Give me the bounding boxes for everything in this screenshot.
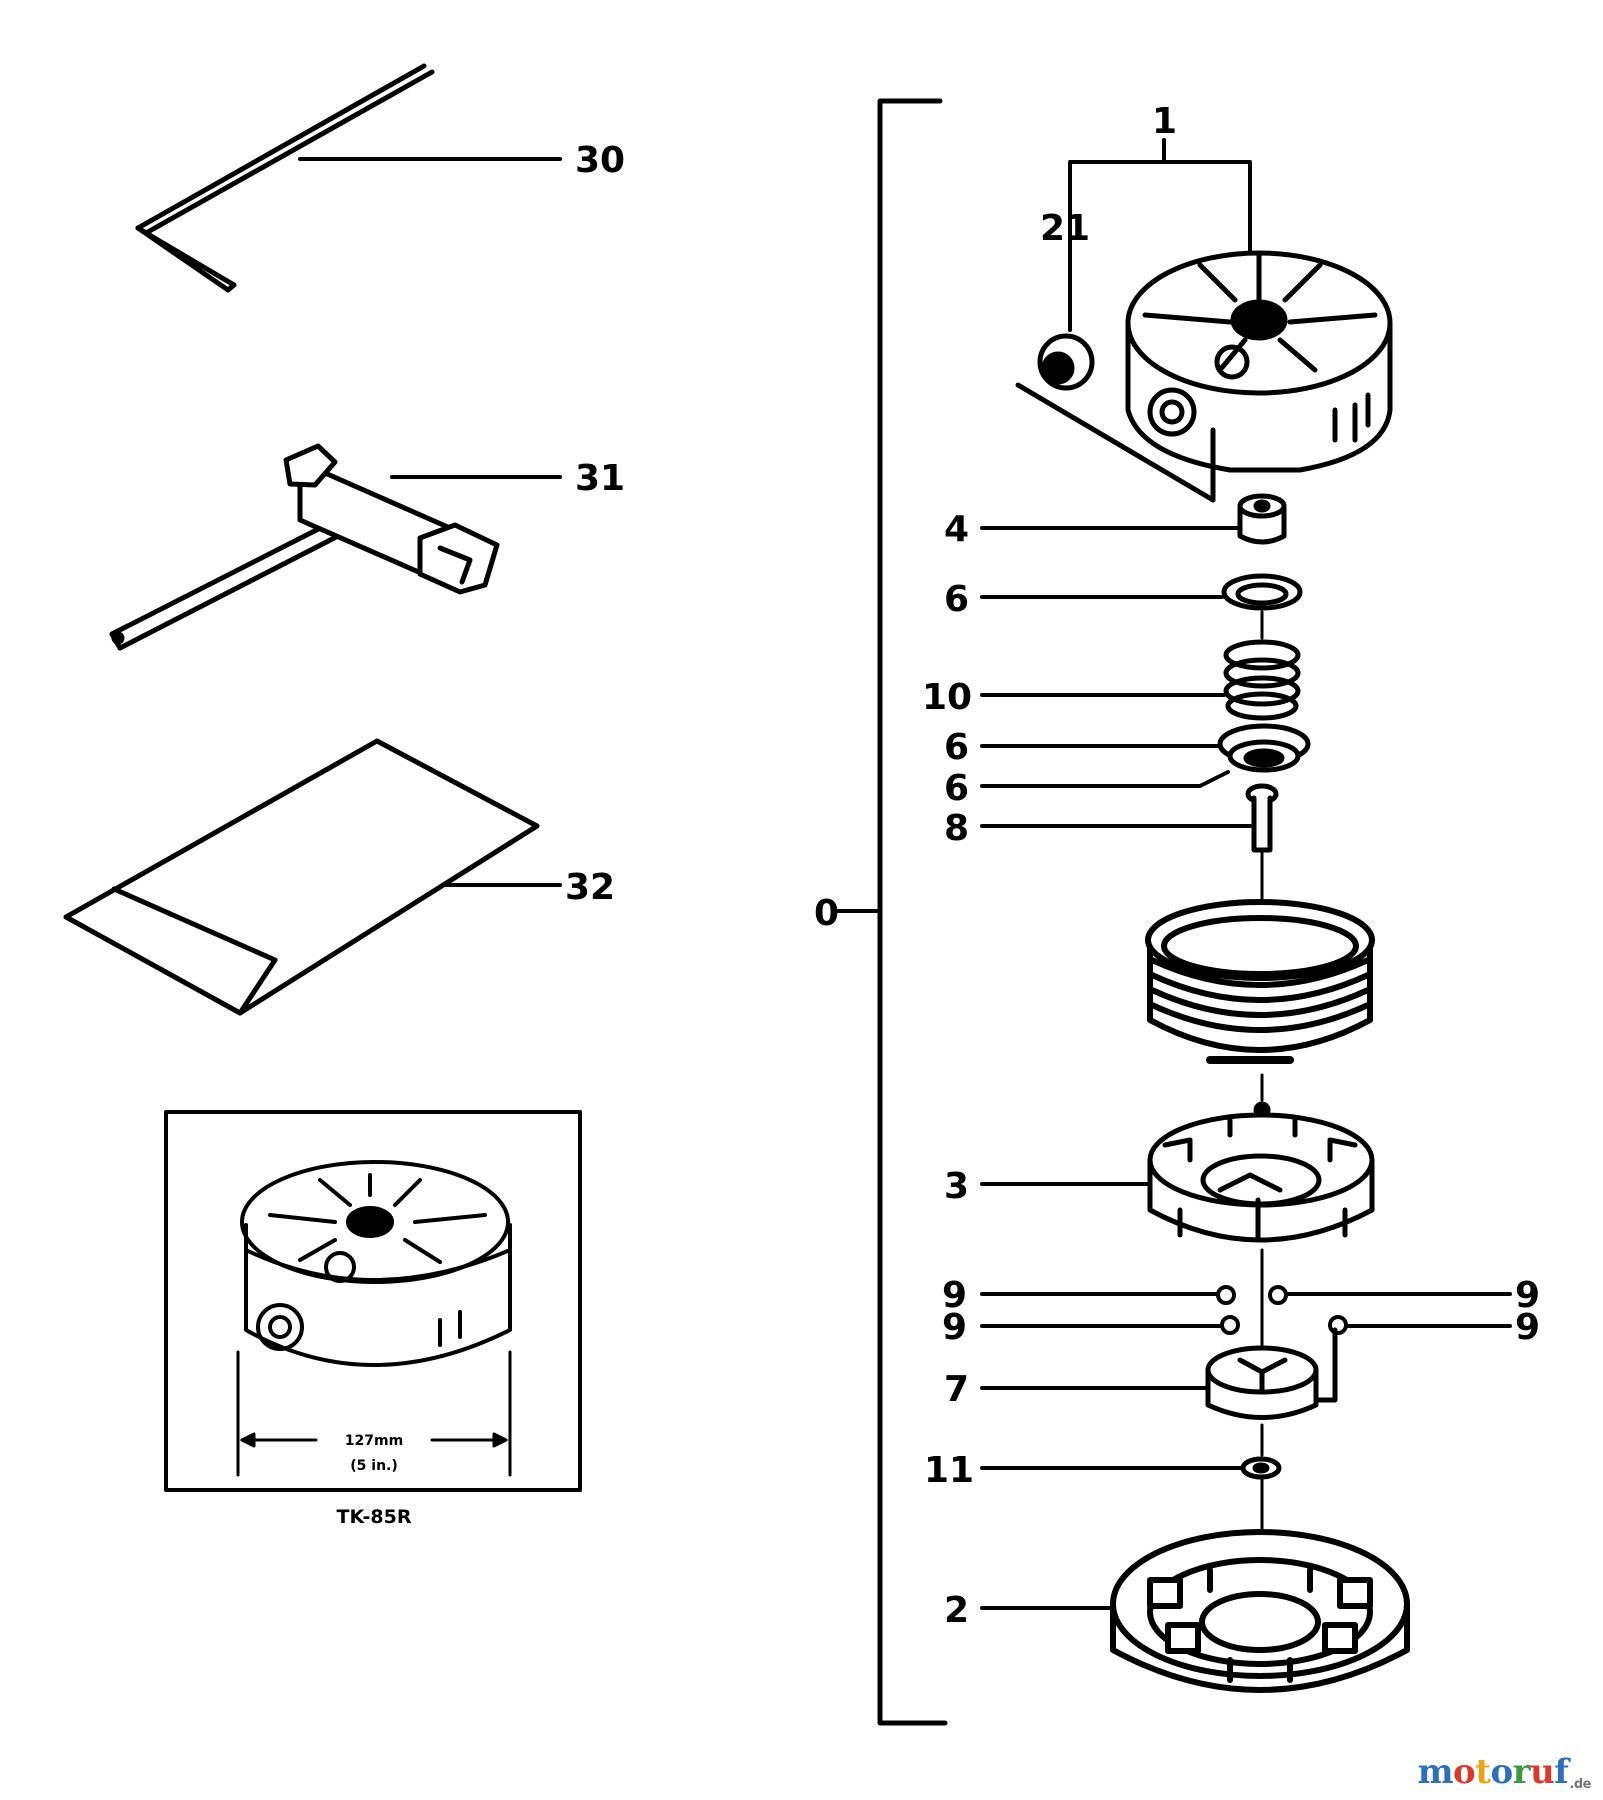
callout-10: 10 <box>922 677 972 718</box>
callout-6-lower: 6 <box>944 768 969 809</box>
callout-8: 8 <box>944 808 969 849</box>
watermark-text: motoruf <box>1418 1752 1569 1792</box>
nut-21-illustration <box>1015 333 1216 503</box>
watermark-letter: f <box>1554 1752 1569 1792</box>
balls-9-illustration <box>1216 1248 1348 1347</box>
watermark-letter: m <box>1417 1752 1454 1792</box>
washer-6-illustration <box>1221 573 1303 611</box>
callout-32: 32 <box>565 867 615 908</box>
callout-21: 21 <box>1040 208 1090 249</box>
assembled-head-illustration <box>240 1160 512 1367</box>
callout-30: 30 <box>575 140 625 181</box>
leader-lines-1-21 <box>1068 138 1252 332</box>
watermark-letter: r <box>1512 1752 1531 1792</box>
model-label: TK-85R <box>337 1506 412 1528</box>
washer-pair-6-illustration <box>1217 723 1311 773</box>
watermark-letter: o <box>1490 1752 1513 1792</box>
callout-0: 0 <box>814 893 839 934</box>
hex-key-illustration <box>135 63 435 293</box>
callout-6-middle: 6 <box>944 727 969 768</box>
inner-ring-3-illustration <box>1147 1101 1375 1243</box>
callout-2: 2 <box>944 1590 969 1631</box>
callout-4: 4 <box>944 509 969 550</box>
callout-7: 7 <box>944 1369 969 1410</box>
spark-plug-wrench-illustration <box>109 443 500 651</box>
callout-9-left-upper: 9 <box>942 1275 967 1316</box>
callout-9-left-lower: 9 <box>942 1307 967 1348</box>
manual-envelope-illustration <box>63 738 540 1016</box>
spool-illustration <box>1145 899 1375 1102</box>
bottom-housing-2-illustration <box>1110 1529 1410 1693</box>
leader-line-6c <box>980 770 1230 788</box>
callout-11: 11 <box>924 1450 974 1491</box>
watermark-logo: motoruf.de <box>1418 1752 1592 1792</box>
dimension-mm-label: 127mm <box>345 1433 403 1449</box>
washer-11-illustration <box>1240 1456 1282 1542</box>
callout-31: 31 <box>575 458 625 499</box>
top-cover-illustration <box>1125 250 1393 473</box>
dimension-lines <box>236 1350 512 1477</box>
dimension-in-label: (5 in.) <box>350 1458 398 1474</box>
hex-nut-4-illustration <box>1237 493 1287 545</box>
callout-3: 3 <box>944 1166 969 1207</box>
watermark-letter: t <box>1475 1752 1491 1792</box>
watermark-letter: u <box>1530 1752 1555 1792</box>
watermark-tld: .de <box>1569 1777 1591 1792</box>
ball-holder-7-illustration <box>1205 1327 1338 1457</box>
callout-6-upper: 6 <box>944 579 969 620</box>
callout-1: 1 <box>1152 101 1177 142</box>
spring-10-illustration <box>1223 610 1301 721</box>
callout-9-right-lower: 9 <box>1515 1307 1540 1348</box>
watermark-letter: o <box>1453 1752 1476 1792</box>
callout-9-right-upper: 9 <box>1515 1275 1540 1316</box>
